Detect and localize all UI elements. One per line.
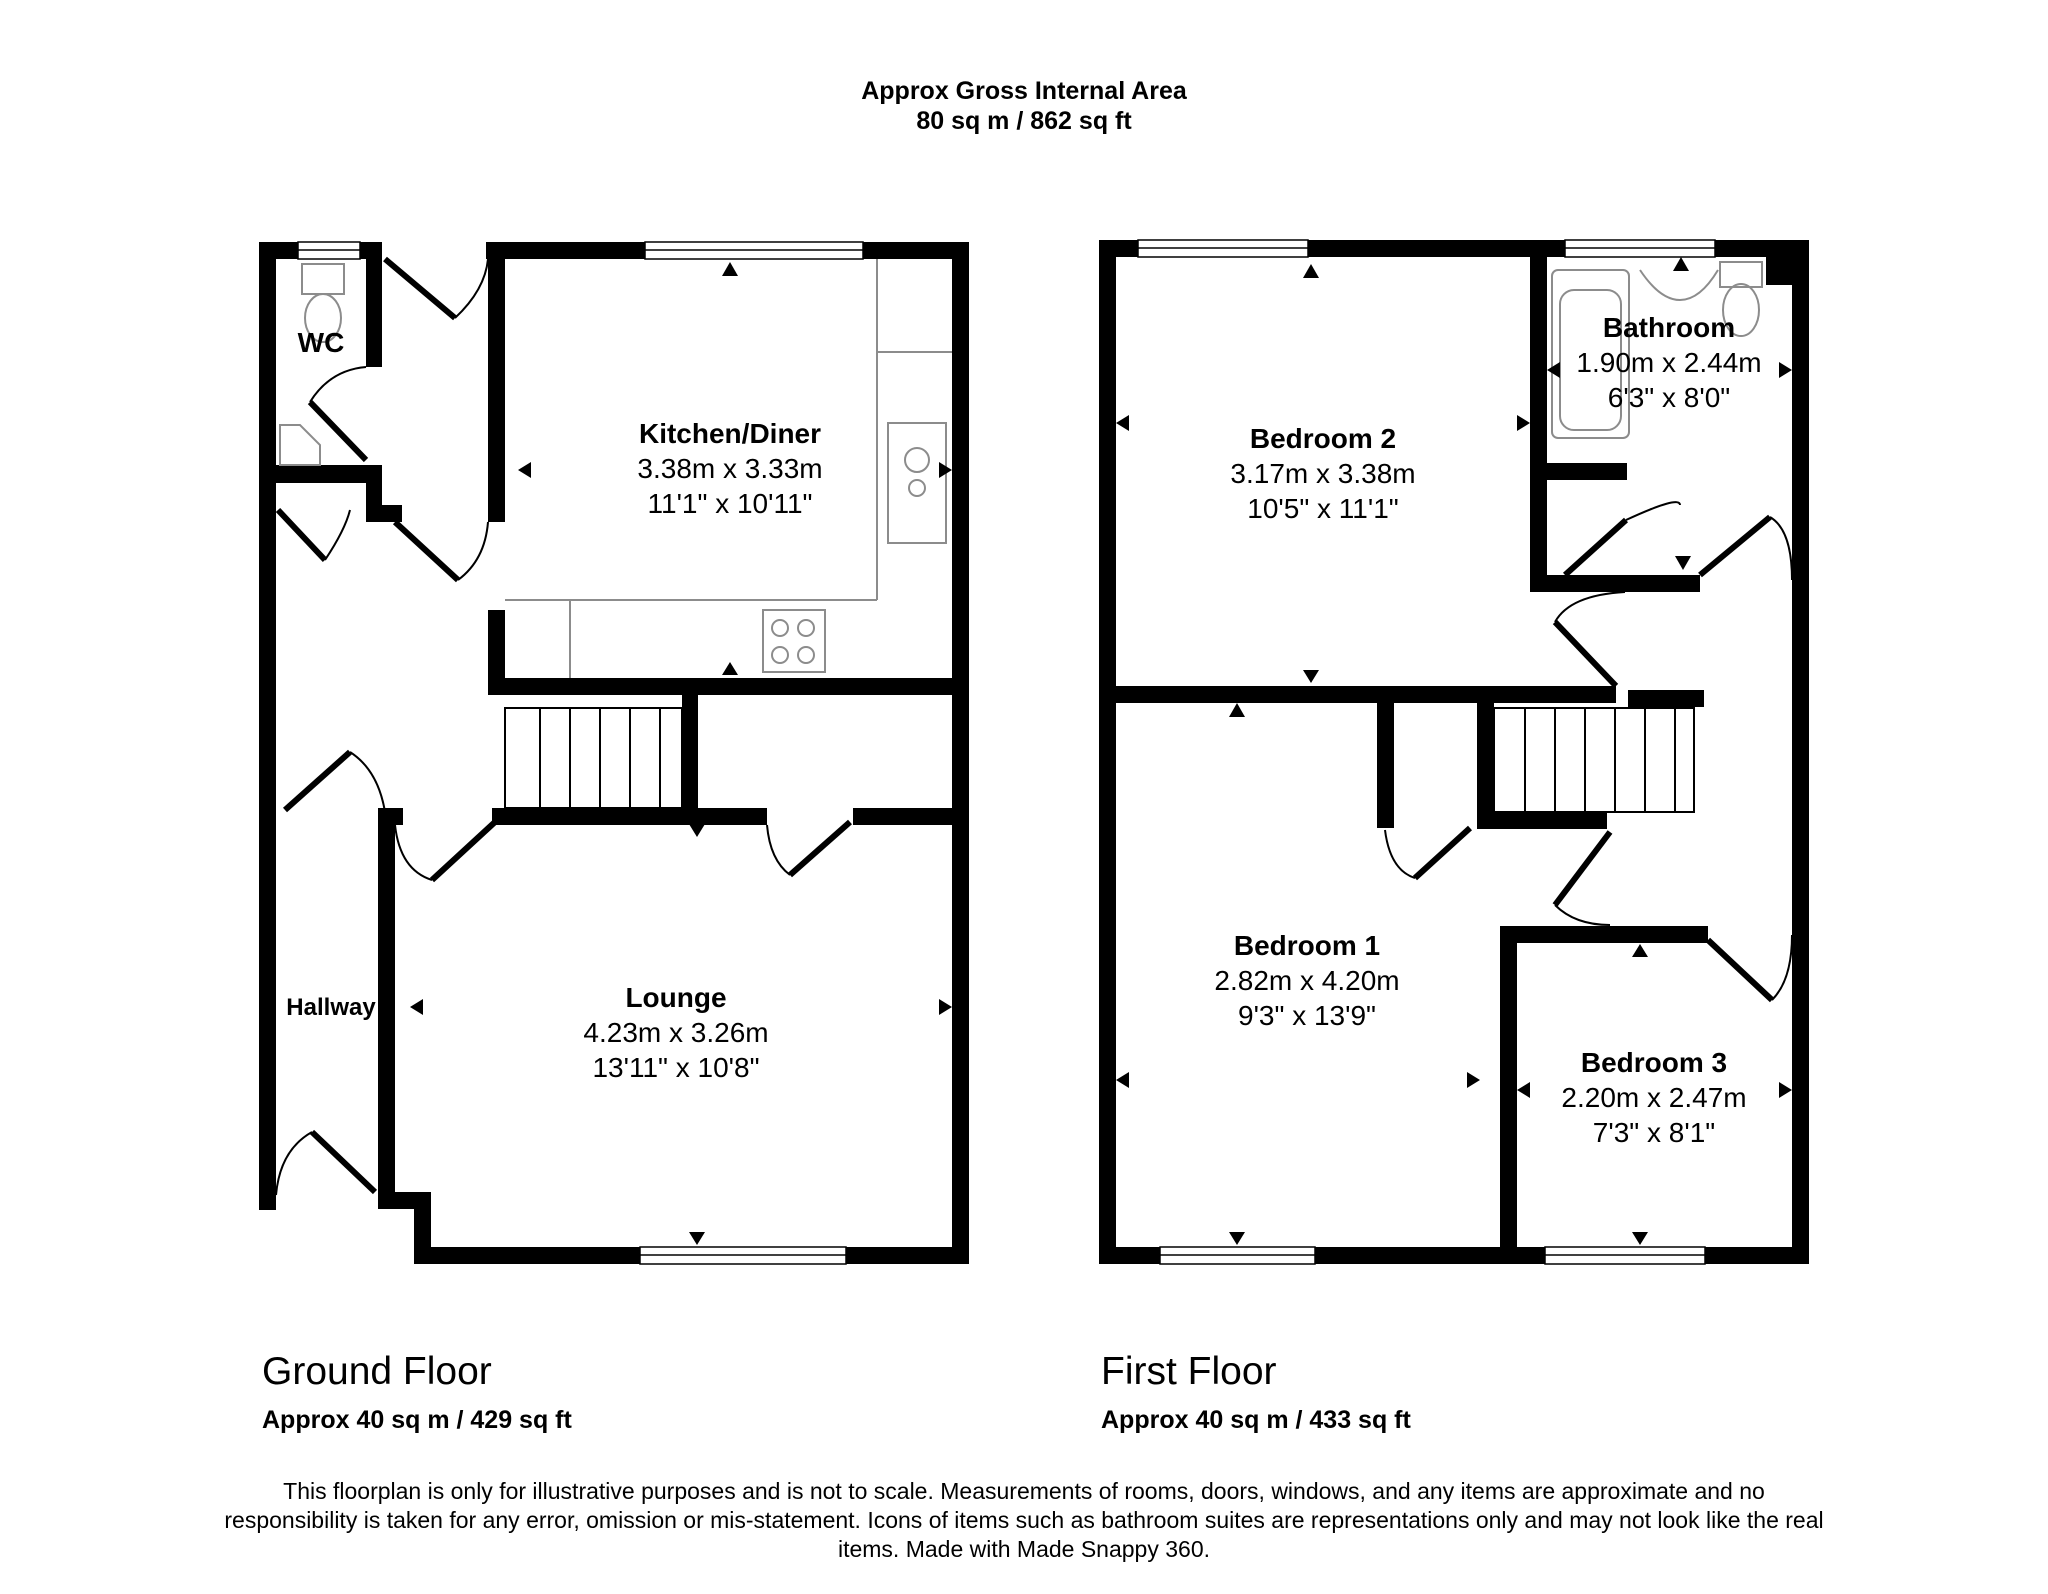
gross-area-value: 80 sq m / 862 sq ft [916,107,1132,135]
first-floor-walls [1099,240,1809,1264]
room-label-kitchen: Kitchen/Diner 3.38m x 3.33m 11'1" x 10'1… [637,418,822,519]
ground-floor-stairs [504,707,683,809]
room-name: Bedroom 1 [1234,930,1380,961]
room-name: Bedroom 3 [1581,1047,1727,1078]
room-dimensions-metric: 2.20m x 2.47m [1561,1082,1746,1113]
first-floor-dimension-arrows [1116,257,1792,1245]
room-label-bedroom-1: Bedroom 1 2.82m x 4.20m 9'3" x 13'9" [1214,930,1399,1031]
room-name: Hallway [286,994,376,1021]
bathroom-fixtures [1551,261,1763,439]
wc-fixtures [279,263,345,466]
room-label-wc: WC [298,327,345,358]
ground-floor-title: Ground Floor [262,1350,492,1393]
room-dimensions-imperial: 6'3" x 8'0" [1608,382,1730,413]
first-floor-area: Approx 40 sq m / 433 sq ft [1101,1406,1411,1434]
room-label-lounge: Lounge 4.23m x 3.26m 13'11" x 10'8" [583,982,768,1083]
room-name: Lounge [625,982,726,1013]
room-label-bedroom-2: Bedroom 2 3.17m x 3.38m 10'5" x 11'1" [1230,423,1415,524]
room-name: Bathroom [1603,312,1735,343]
ground-floor-dimension-arrows [410,262,952,1245]
ground-floor-plan [259,241,969,1265]
gross-area-header: Approx Gross Internal Area 80 sq m / 862… [0,76,2048,136]
room-name: WC [298,327,345,358]
room-dimensions-metric: 3.38m x 3.33m [637,453,822,484]
room-dimensions-imperial: 13'11" x 10'8" [592,1052,759,1083]
kitchen-fixtures [505,259,952,678]
room-name: Bedroom 2 [1250,423,1396,454]
disclaimer-text: This floorplan is only for illustrative … [224,1478,1824,1562]
room-label-hallway: Hallway [286,994,376,1021]
first-floor-doors [1384,501,1793,1003]
first-floor-plan [1099,239,1809,1265]
ground-floor-doors [275,256,852,1196]
ground-floor-walls [259,242,969,1264]
room-dimensions-imperial: 9'3" x 13'9" [1238,1000,1376,1031]
first-floor-title: First Floor [1101,1350,1277,1393]
room-name: Kitchen/Diner [639,418,821,449]
room-dimensions-metric: 1.90m x 2.44m [1576,347,1761,378]
room-dimensions-metric: 4.23m x 3.26m [583,1017,768,1048]
room-dimensions-imperial: 11'1" x 10'11" [648,488,813,519]
room-dimensions-metric: 2.82m x 4.20m [1214,965,1399,996]
room-dimensions-metric: 3.17m x 3.38m [1230,458,1415,489]
first-floor-stairs [1493,707,1695,813]
first-floor-windows [1137,239,1716,1265]
room-dimensions-imperial: 10'5" x 11'1" [1247,493,1398,524]
ground-floor-windows [297,241,864,1265]
room-label-bedroom-3: Bedroom 3 2.20m x 2.47m 7'3" x 8'1" [1561,1047,1746,1148]
ground-floor-area: Approx 40 sq m / 429 sq ft [262,1406,572,1434]
gross-area-title: Approx Gross Internal Area [861,77,1187,105]
room-dimensions-imperial: 7'3" x 8'1" [1593,1117,1715,1148]
room-label-bathroom: Bathroom 1.90m x 2.44m 6'3" x 8'0" [1576,312,1761,413]
